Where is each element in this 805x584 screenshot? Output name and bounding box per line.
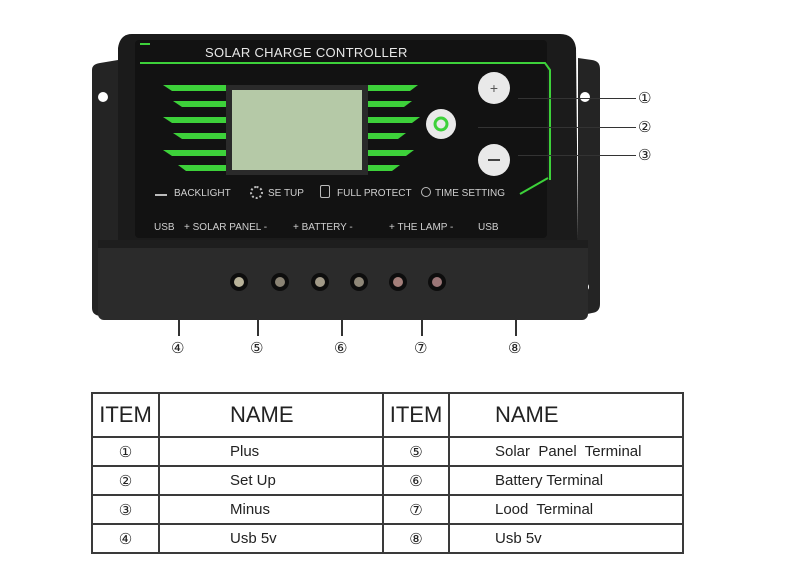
callout-2: ② <box>638 118 652 136</box>
table-cell-item: ⑥ <box>382 465 450 496</box>
charge-controller-photo: + <box>92 34 600 320</box>
table-row: ① Plus ⑤ Solar Panel Terminal <box>91 436 684 467</box>
leader-1 <box>518 98 636 99</box>
battery-icon <box>320 185 330 198</box>
table-header-row: ITEM NAME ITEM NAME <box>91 392 684 438</box>
table-cell-name: Plus <box>158 436 384 467</box>
header-item-left: ITEM <box>91 392 160 438</box>
label-usb-right: USB <box>478 222 499 233</box>
callout-7: ⑦ <box>414 339 428 357</box>
leader-7 <box>421 320 423 336</box>
table-row: ③ Minus ⑦ Lood Terminal <box>91 494 684 525</box>
table-row: ② Set Up ⑥ Battery Terminal <box>91 465 684 496</box>
callout-1: ① <box>638 89 652 107</box>
backlight-icon <box>155 186 167 196</box>
table-cell-name: Lood Terminal <box>448 494 684 525</box>
leader-3 <box>518 155 636 156</box>
table-cell-name: Minus <box>158 494 384 525</box>
leader-8 <box>515 320 517 336</box>
table-cell-item: ⑤ <box>382 436 450 467</box>
table-row: ④ Usb 5v ⑧ Usb 5v <box>91 523 684 554</box>
table-cell-name: Usb 5v <box>448 523 684 554</box>
terminal-block <box>98 240 588 320</box>
plus-button <box>478 72 510 104</box>
label-lamp: + THE LAMP - <box>389 222 454 233</box>
gear-icon <box>250 186 263 199</box>
header-name-right: NAME <box>448 392 684 438</box>
green-bars-right <box>368 85 420 171</box>
leader-2 <box>478 127 636 128</box>
green-bars-left <box>163 85 227 171</box>
mount-hole-right <box>580 92 590 102</box>
label-solar-panel: + SOLAR PANEL - <box>184 222 268 233</box>
device-title: SOLAR CHARGE CONTROLLER <box>205 45 408 60</box>
callout-3: ③ <box>638 146 652 164</box>
terminal-screws <box>230 273 446 291</box>
leader-4 <box>178 320 180 336</box>
leader-5 <box>257 320 259 336</box>
table-cell-name: Solar Panel Terminal <box>448 436 684 467</box>
table-cell-item: ② <box>91 465 160 496</box>
clock-icon <box>421 187 431 197</box>
table-cell-item: ① <box>91 436 160 467</box>
function-time-setting: TIME SETTING <box>435 188 505 199</box>
table-cell-item: ③ <box>91 494 160 525</box>
callout-6: ⑥ <box>334 339 348 357</box>
setup-button <box>426 109 456 139</box>
table-cell-item: ⑧ <box>382 523 450 554</box>
label-usb-left: USB <box>154 222 175 233</box>
callout-5: ⑤ <box>250 339 264 357</box>
leader-6 <box>341 320 343 336</box>
table-cell-item: ⑦ <box>382 494 450 525</box>
table-cell-name: Usb 5v <box>158 523 384 554</box>
header-item-right: ITEM <box>382 392 450 438</box>
svg-text:+: + <box>490 80 498 96</box>
lcd-screen <box>232 90 362 170</box>
item-name-table: ITEM NAME ITEM NAME ① Plus ⑤ Solar Panel… <box>91 392 684 554</box>
function-backlight: BACKLIGHT <box>174 188 231 199</box>
table-cell-name: Battery Terminal <box>448 465 684 496</box>
header-name-left: NAME <box>158 392 384 438</box>
table-cell-item: ④ <box>91 523 160 554</box>
table-cell-name: Set Up <box>158 465 384 496</box>
function-setup: SE TUP <box>268 188 304 199</box>
mount-hole-left <box>98 92 108 102</box>
callout-8: ⑧ <box>508 339 522 357</box>
function-full-protect: FULL PROTECT <box>337 188 412 199</box>
callout-4: ④ <box>171 339 185 357</box>
label-battery: + BATTERY - <box>293 222 353 233</box>
